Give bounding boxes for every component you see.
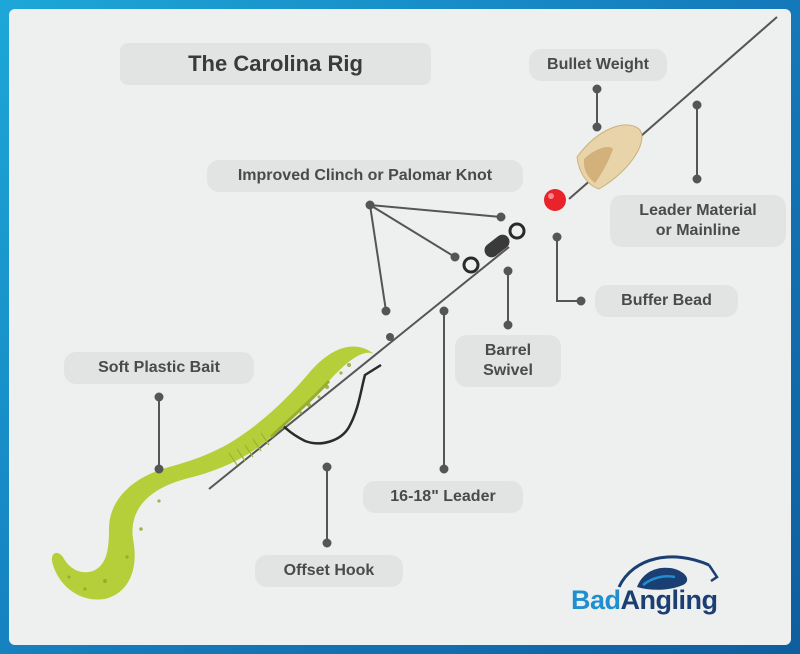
label-leader-material: Leader Material or Mainline <box>610 195 786 247</box>
callout-offset-hook <box>322 462 332 548</box>
label-leader-material-line1: Leader Material <box>639 202 757 219</box>
callout-barrel-swivel <box>503 266 513 330</box>
label-barrel-swivel: Barrel Swivel <box>455 335 561 387</box>
label-barrel-swivel-line2: Swivel <box>483 362 533 379</box>
leader-knot-dot <box>386 333 394 341</box>
buffer-bead <box>544 189 566 211</box>
label-offset-hook: Offset Hook <box>255 555 403 587</box>
bullet-weight <box>576 124 643 190</box>
label-offset-hook-text: Offset Hook <box>283 562 375 579</box>
label-buffer-bead: Buffer Bead <box>595 285 738 317</box>
label-soft-plastic-bait: Soft Plastic Bait <box>64 352 254 384</box>
barrel-swivel <box>462 222 526 274</box>
carolina-rig-illustration <box>51 16 778 600</box>
fish-logo-icon <box>617 555 719 590</box>
label-knot-text: Improved Clinch or Palomar Knot <box>237 167 493 184</box>
diagram-panel: The Carolina Rig Bullet Weight Improved … <box>9 9 791 645</box>
logo-part1: Bad <box>571 585 621 615</box>
logo-part2: Angling <box>620 585 718 615</box>
callout-bullet-weight <box>592 84 602 132</box>
badangling-logo[interactable]: BadAngling <box>571 585 718 616</box>
label-knot: Improved Clinch or Palomar Knot <box>207 160 523 192</box>
page-title: The Carolina Rig <box>120 43 431 85</box>
label-barrel-swivel-line1: Barrel <box>484 342 532 359</box>
callout-soft-plastic-bait <box>154 392 164 474</box>
label-buffer-bead-text: Buffer Bead <box>621 292 712 309</box>
callout-leader-material <box>692 100 702 184</box>
label-bullet-weight-text: Bullet Weight <box>547 56 649 73</box>
callout-buffer-bead <box>552 232 586 306</box>
callout-leader-length <box>439 306 449 474</box>
callout-knots <box>365 200 506 316</box>
label-soft-plastic-bait-text: Soft Plastic Bait <box>98 359 220 376</box>
label-bullet-weight: Bullet Weight <box>529 49 667 81</box>
label-leader-length-text: 16-18" Leader <box>390 488 496 505</box>
soft-plastic-bait <box>51 346 374 600</box>
label-leader-length: 16-18" Leader <box>363 481 523 513</box>
label-leader-material-line2: or Mainline <box>655 222 741 239</box>
